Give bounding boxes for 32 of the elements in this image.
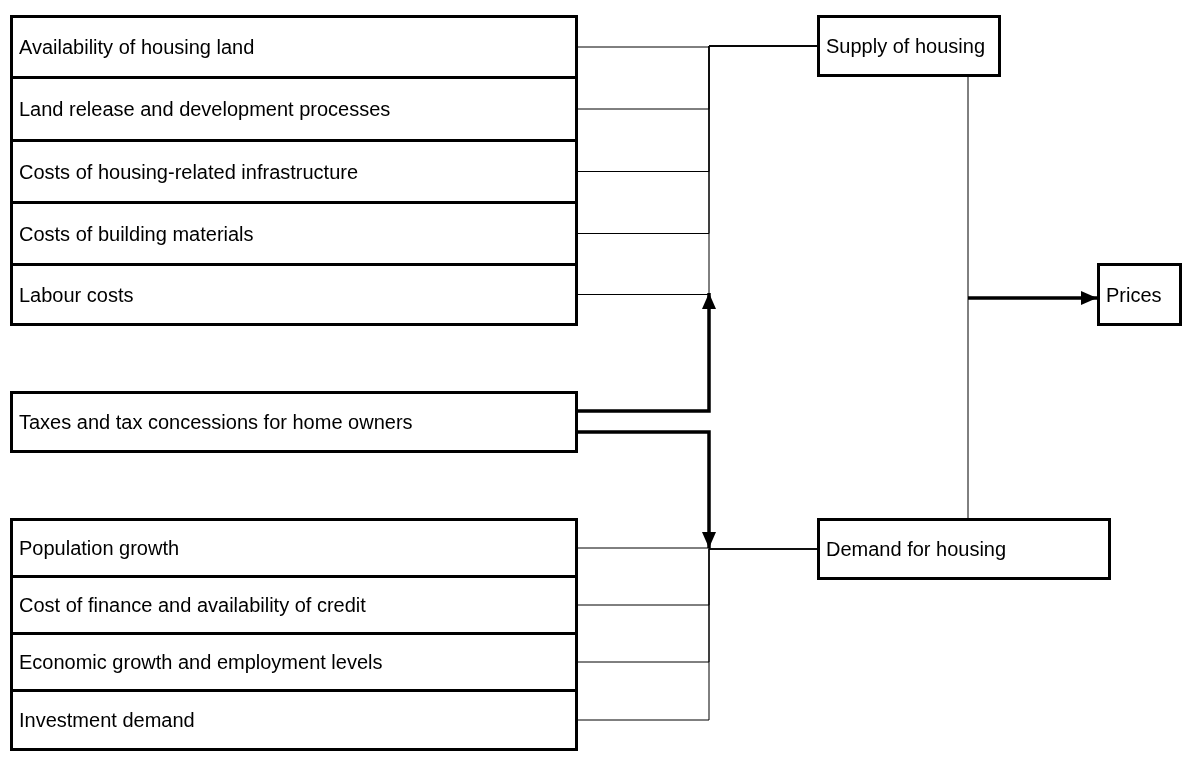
connector-line xyxy=(577,548,818,721)
factor-box xyxy=(10,689,578,751)
factor-box xyxy=(10,632,578,692)
factor-box xyxy=(10,391,578,453)
arrow xyxy=(968,291,1097,305)
factor-box xyxy=(10,263,578,326)
arrow xyxy=(578,293,716,413)
factor-box xyxy=(817,15,1001,77)
connector-line xyxy=(577,45,818,295)
box-label: Taxes and tax concessions for home owners xyxy=(19,411,413,433)
factor-box xyxy=(10,518,578,578)
box-label: Investment demand xyxy=(19,709,195,731)
factor-box xyxy=(10,15,578,79)
box-label: Demand for housing xyxy=(826,538,1007,560)
factor-box xyxy=(10,139,578,204)
box-label: Population growth xyxy=(19,537,180,559)
box-label: Economic growth and employment levels xyxy=(19,651,383,673)
box-label: Land release and development processes xyxy=(19,98,391,120)
factor-box xyxy=(10,76,578,142)
factor-box xyxy=(817,518,1111,580)
arrow xyxy=(578,430,716,548)
factor-box xyxy=(10,575,578,635)
box-label: Cost of finance and availability of credit xyxy=(19,594,366,616)
box-label: Labour costs xyxy=(19,283,134,306)
box-label: Prices xyxy=(1106,283,1162,306)
factor-box xyxy=(1097,263,1182,326)
box-label: Costs of building materials xyxy=(19,222,254,245)
connector-line xyxy=(967,76,969,519)
box-label: Supply of housing xyxy=(826,35,985,57)
box-label: Availability of housing land xyxy=(19,36,255,58)
factor-box xyxy=(10,201,578,266)
box-label: Costs of housing-related infrastructure xyxy=(19,160,359,183)
